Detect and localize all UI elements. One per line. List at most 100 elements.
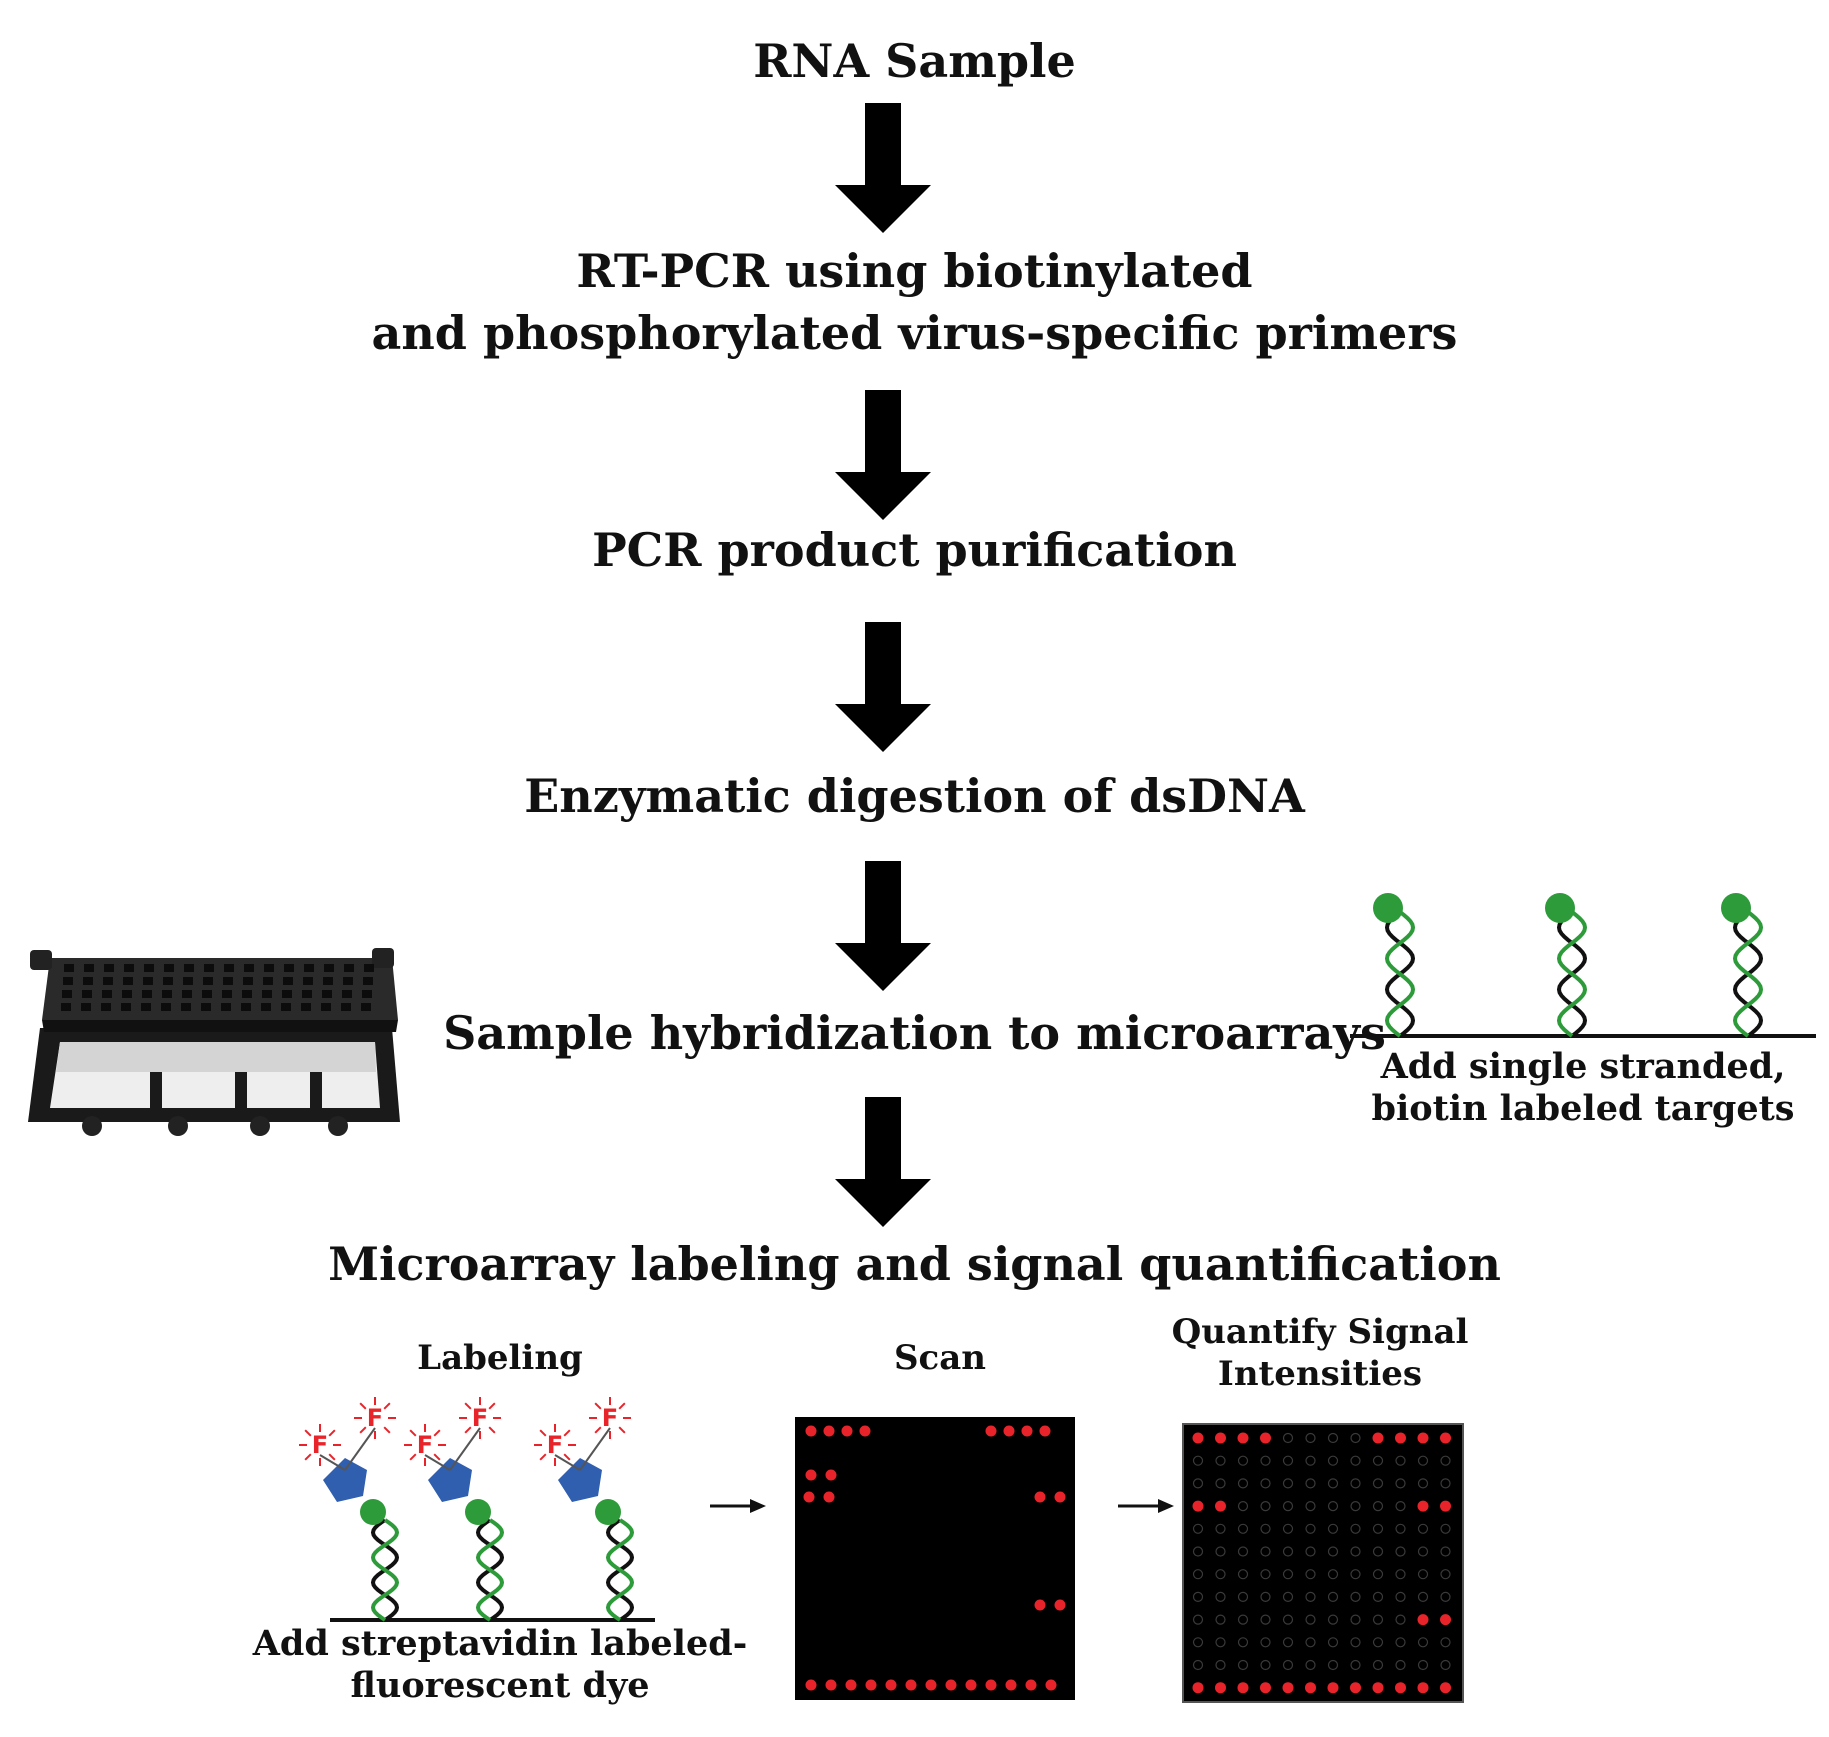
quantify-title-line: Quantify Signal — [1171, 1312, 1469, 1352]
substep-quantify-title: Quantify Signal Intensities — [1155, 1311, 1485, 1395]
biotin-icon — [1545, 893, 1575, 923]
scan-spot — [1045, 1679, 1057, 1691]
scan-array-image — [795, 1417, 1075, 1700]
empty-spot — [1440, 1659, 1451, 1671]
empty-spot — [1237, 1500, 1249, 1512]
quantified-spot — [1192, 1432, 1204, 1444]
lid-hole — [322, 990, 332, 998]
empty-spot — [1215, 1637, 1226, 1648]
empty-spot — [1260, 1637, 1271, 1648]
empty-spot — [1282, 1614, 1294, 1625]
empty-spot — [1260, 1591, 1271, 1602]
step-hybridization: Sample hybridization to microarrays — [0, 1002, 1829, 1064]
empty-spot — [1395, 1637, 1406, 1648]
quantified-spot — [1440, 1500, 1451, 1512]
biotin-icon — [595, 1499, 621, 1525]
empty-spot — [1395, 1546, 1406, 1557]
lid-hole — [204, 964, 214, 972]
empty-spot — [1327, 1614, 1339, 1625]
lid-hole — [262, 990, 272, 998]
dye-ray — [383, 1426, 391, 1434]
lid-hole — [161, 1003, 171, 1011]
biotin-icon — [1373, 893, 1403, 923]
empty-spot — [1192, 1614, 1204, 1625]
empty-spot — [1282, 1546, 1294, 1557]
empty-spot — [1350, 1546, 1361, 1557]
empty-spot — [1440, 1546, 1451, 1557]
empty-spot — [1260, 1614, 1271, 1625]
scan-spot — [1005, 1679, 1017, 1691]
lid-hole — [164, 964, 174, 972]
labeling-caption-line: Add streptavidin labeled- — [252, 1623, 748, 1664]
scan-spot — [859, 1425, 871, 1437]
quantified-spot — [1192, 1500, 1204, 1512]
flow-arrow-3 — [835, 622, 931, 752]
empty-spot — [1395, 1478, 1406, 1489]
empty-spot — [1260, 1523, 1271, 1534]
lid-hole — [143, 977, 153, 985]
empty-spot — [1372, 1478, 1384, 1489]
biotin-icon — [360, 1499, 386, 1525]
lid-hole — [162, 990, 172, 998]
fluorescent-dye-label: F — [602, 1404, 618, 1432]
scan-spot — [1025, 1679, 1037, 1691]
empty-spot — [1417, 1478, 1429, 1489]
flow-arrow-1 — [835, 103, 931, 233]
empty-spot — [1327, 1455, 1339, 1466]
empty-spot — [1305, 1432, 1316, 1444]
empty-spot — [1237, 1591, 1249, 1602]
dye-ray — [409, 1453, 417, 1461]
targets-caption-line: Add single stranded, — [1380, 1046, 1786, 1087]
empty-spot — [1350, 1659, 1361, 1671]
empty-spot — [1327, 1432, 1339, 1444]
empty-spot — [1237, 1546, 1249, 1557]
scan-spot — [805, 1425, 817, 1437]
dna-strand-green — [1732, 910, 1764, 1038]
lid-hole — [263, 977, 273, 985]
empty-spot — [1215, 1659, 1226, 1671]
empty-spot — [1395, 1523, 1406, 1534]
biotin-targets-illustration — [1350, 893, 1816, 1038]
empty-spot — [1350, 1614, 1361, 1625]
lid-hole — [261, 1003, 271, 1011]
lid-hole — [63, 977, 73, 985]
lid-hole — [103, 977, 113, 985]
empty-spot — [1215, 1523, 1226, 1534]
empty-spot — [1260, 1569, 1271, 1580]
lid-hole — [243, 977, 253, 985]
streptavidin-icon — [558, 1458, 602, 1502]
empty-spot — [1305, 1455, 1316, 1466]
lid-hole — [343, 977, 353, 985]
scan-spot — [825, 1679, 837, 1691]
scan-spot — [965, 1679, 977, 1691]
scan-arrow — [710, 1499, 766, 1513]
empty-spot — [1282, 1569, 1294, 1580]
quantified-spot — [1327, 1682, 1339, 1694]
scan-spot — [845, 1679, 857, 1691]
lid-hole — [123, 977, 133, 985]
flow-arrow-4 — [835, 861, 931, 991]
empty-spot — [1395, 1455, 1406, 1466]
empty-spot — [1350, 1455, 1361, 1466]
dye-ray — [488, 1426, 496, 1434]
empty-spot — [1192, 1569, 1204, 1580]
step-line: Enzymatic digestion of dsDNA — [524, 769, 1305, 823]
quantified-spot — [1350, 1682, 1361, 1694]
lid-hole — [144, 964, 154, 972]
quantified-spot — [1237, 1682, 1249, 1694]
empty-spot — [1215, 1569, 1226, 1580]
step-purification: PCR product purification — [0, 519, 1829, 581]
hybridization-chamber-illustration — [28, 948, 400, 1136]
empty-spot — [1215, 1591, 1226, 1602]
empty-spot — [1192, 1546, 1204, 1557]
lid-hole — [124, 964, 134, 972]
empty-spot — [1282, 1659, 1294, 1671]
lid-hole — [81, 1003, 91, 1011]
lid-hole — [283, 977, 293, 985]
streptavidin-icon — [428, 1458, 472, 1502]
empty-spot — [1282, 1637, 1294, 1648]
empty-spot — [1440, 1523, 1451, 1534]
empty-spot — [1417, 1637, 1429, 1648]
lid-hole — [341, 1003, 351, 1011]
scan-spot — [805, 1469, 817, 1481]
